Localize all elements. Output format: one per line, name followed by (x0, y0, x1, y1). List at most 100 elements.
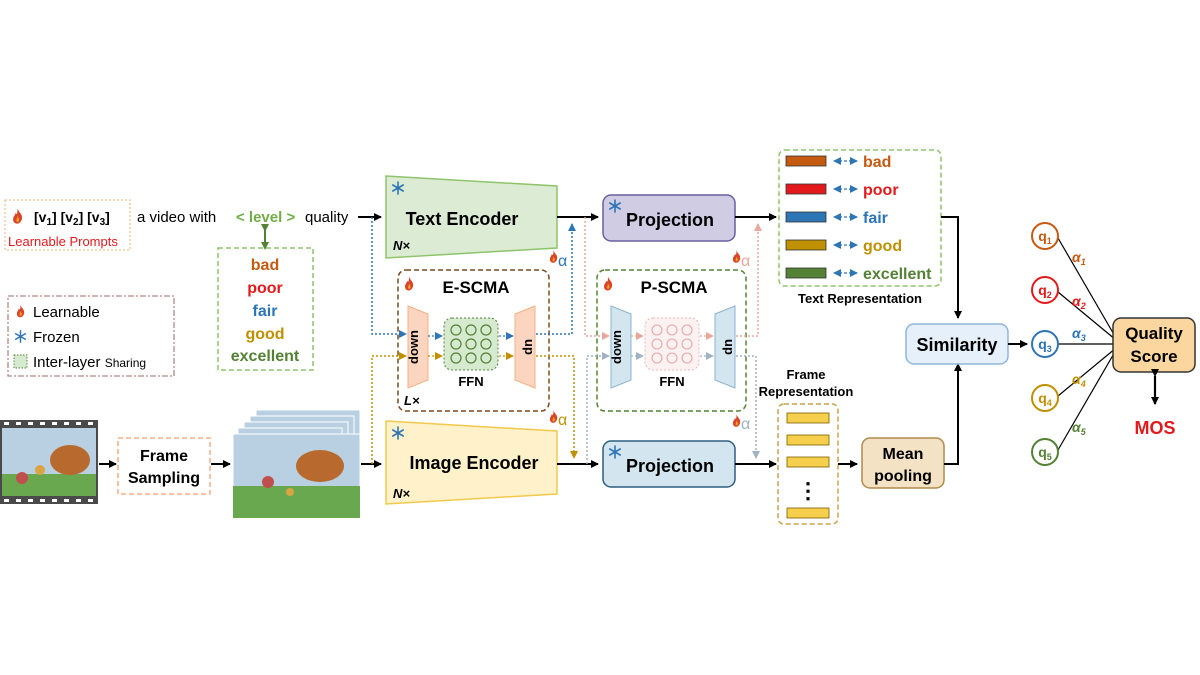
level-list-box (217, 247, 314, 371)
q1-node (1031, 222, 1059, 250)
frame-rep-bar-3 (786, 456, 830, 468)
text-rep-label-bad: bad (863, 154, 891, 171)
escma-repeat: L× (404, 393, 420, 408)
alpha-pscma-image-flame-icon (732, 414, 741, 427)
pscma-ffn-icon (644, 317, 700, 371)
text-rep-bar-good (785, 239, 827, 251)
frame-representation-line2: Representation (759, 384, 854, 399)
mean-pooling-line2: pooling (874, 468, 932, 485)
learnable-prompt-box (4, 199, 131, 251)
frame-sampling-line2: Sampling (128, 470, 200, 487)
escma-ffn-label: FFN (458, 374, 483, 389)
prompt-text-after: quality (305, 209, 349, 226)
alpha-text-branch: α (558, 253, 567, 270)
escma-to-text-route (536, 223, 576, 335)
prompt-level-token: < level > (236, 209, 295, 226)
learnable-prompts-caption: Learnable Prompts (8, 234, 118, 249)
pscma-up-label: up (722, 339, 737, 355)
text-encoder-repeat: N× (393, 238, 410, 253)
frame-representation-box (777, 403, 839, 525)
frame-rep-dots: ⋮ (797, 478, 819, 503)
similarity-label: Similarity (916, 335, 997, 355)
quality-score-line1: Quality (1125, 324, 1183, 343)
alpha-image-flame-icon (549, 410, 558, 423)
image-projection-label: Projection (626, 456, 714, 476)
escma-ffn-grid-icon (443, 317, 499, 371)
q5-label: q5 (1038, 444, 1052, 462)
pscma-up-block (714, 305, 736, 389)
text-rep-label-excellent: excellent (863, 266, 932, 283)
legend-sharing-grid-icon (13, 354, 28, 369)
pscma-down-block (610, 305, 632, 389)
alpha-pscma-text-flame-icon (732, 250, 741, 263)
text-encoder-label: Text Encoder (406, 209, 519, 229)
pscma-to-text-route (736, 223, 762, 337)
level-good: good (245, 326, 284, 343)
quality-weight-lines (1057, 237, 1117, 451)
q4-node (1031, 384, 1059, 412)
text-projection-label: Projection (626, 210, 714, 230)
legend-learnable: Learnable (33, 304, 100, 321)
alpha4-label: α4 (1072, 371, 1086, 389)
mean-to-similarity-arrow (944, 363, 962, 465)
text-rep-bar-bad (785, 155, 827, 167)
image-to-escma-route (371, 352, 407, 464)
input-video-filmstrip (0, 420, 98, 504)
mean-pooling-line1: Mean (883, 446, 924, 463)
alpha5-label: α5 (1072, 419, 1087, 437)
mos-label: MOS (1134, 418, 1175, 438)
alpha-pscma-text-branch: α (741, 253, 750, 270)
quality-score-line2: Score (1130, 347, 1177, 366)
pscma-ffn-label: FFN (659, 374, 684, 389)
image-encoder-block (385, 420, 558, 505)
text-representation-items: bad poor fair good excellent (785, 154, 932, 283)
text-rep-label-poor: poor (863, 182, 899, 199)
alpha-pscma-image-branch: α (741, 416, 750, 433)
escma-box (397, 269, 550, 412)
escma-down-block (407, 305, 429, 389)
q2-label: q2 (1038, 282, 1052, 300)
q4-label: q4 (1038, 390, 1052, 408)
text-rep-bar-excellent (785, 267, 827, 279)
legend-snowflake-icon (14, 330, 27, 343)
frame-sampling-line1: Frame (140, 448, 188, 465)
escma-flame-icon (405, 276, 414, 291)
text-rep-bar-poor (785, 183, 827, 195)
text-representation-caption: Text Representation (798, 291, 922, 306)
level-poor: poor (247, 280, 283, 297)
level-excellent: excellent (231, 348, 300, 365)
image-encoder-label: Image Encoder (409, 453, 538, 473)
sampled-frames-stack (232, 409, 361, 519)
level-fair: fair (253, 303, 278, 320)
escma-up-block (514, 305, 536, 389)
escma-title: E-SCMA (442, 278, 509, 297)
frame-rep-bar-2 (786, 434, 830, 446)
text-rep-to-similarity-arrow (941, 216, 962, 319)
frame-rep-bar-1 (786, 412, 830, 424)
alpha1-label: α1 (1072, 249, 1086, 267)
frame-representation-line1: Frame (786, 367, 825, 382)
alpha2-label: α2 (1072, 293, 1086, 311)
legend-flame-icon (16, 304, 25, 318)
text-to-escma-route (371, 217, 407, 338)
flame-icon (13, 208, 23, 224)
pscma-flame-icon (604, 276, 613, 291)
escma-up-label: up (522, 339, 537, 355)
alpha-image-branch: α (558, 412, 567, 429)
text-encoder-block (385, 175, 558, 259)
q2-node (1031, 276, 1059, 304)
text-rep-label-fair: fair (863, 210, 888, 227)
legend-sharing: Inter-layer Sharing (33, 354, 146, 371)
q3-label: q3 (1038, 336, 1052, 354)
image-to-pscma-route (586, 352, 610, 464)
alpha3-label: α3 (1072, 325, 1086, 343)
q3-node (1031, 330, 1059, 358)
text-representation-box (778, 149, 942, 287)
prompt-text-before: a video with (137, 209, 216, 226)
legend-box (7, 295, 175, 377)
pscma-to-image-route (736, 355, 760, 459)
q1-label: q1 (1038, 228, 1052, 246)
pscma-down-label: down (609, 330, 624, 364)
text-rep-bar-fair (785, 211, 827, 223)
